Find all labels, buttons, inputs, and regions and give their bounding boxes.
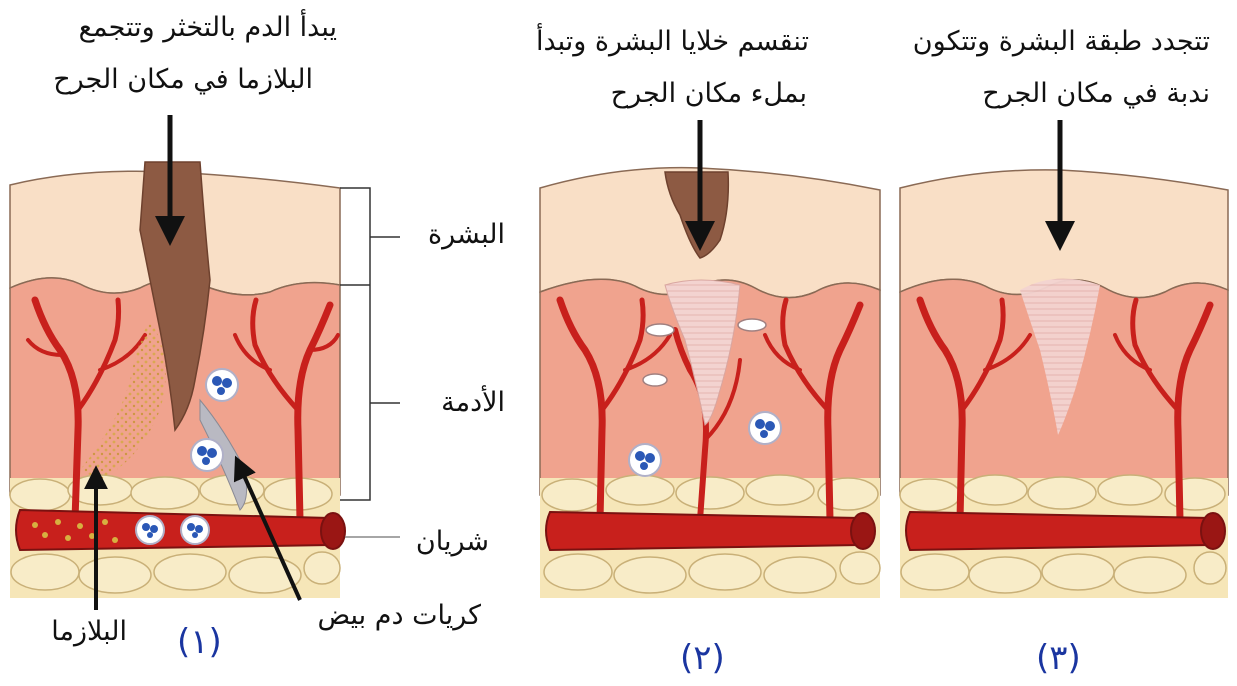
panel-1-caption-line-2: البلازما في مكان الجرح	[53, 60, 313, 100]
epidermis-label: البشرة	[428, 215, 505, 255]
panel-1-number: (١)	[177, 622, 222, 662]
panel-3-number: (٣)	[1036, 638, 1081, 678]
panel-2-skin-block	[540, 120, 880, 598]
dermis-label: الأدمة	[441, 383, 505, 423]
panel-1-caption-line-1: يبدأ الدم بالتخثر وتتجمع	[79, 8, 337, 48]
panel-2-artery	[546, 512, 875, 550]
panel-2-caption-line-2: بملء مكان الجرح	[611, 74, 807, 114]
panel-3-skin-block	[900, 120, 1228, 598]
panel-3-epidermis	[900, 170, 1228, 298]
layer-bracket	[340, 188, 400, 537]
panel-2-caption-line-1: تنقسم خلايا البشرة وتبدأ	[536, 22, 809, 62]
white-blood-cells-label: كريات دم بيض	[317, 596, 481, 636]
panel-3-caption-line-2: ندبة في مكان الجرح	[982, 74, 1210, 114]
artery-label: شريان	[416, 522, 489, 562]
plasma-label: البلازما	[51, 612, 127, 652]
panel-3-artery	[906, 512, 1225, 550]
panel-2-number: (٢)	[680, 638, 725, 678]
panel-1-skin-block	[10, 115, 400, 610]
panel-3-caption-line-1: تتجدد طبقة البشرة وتتكون	[913, 22, 1210, 62]
